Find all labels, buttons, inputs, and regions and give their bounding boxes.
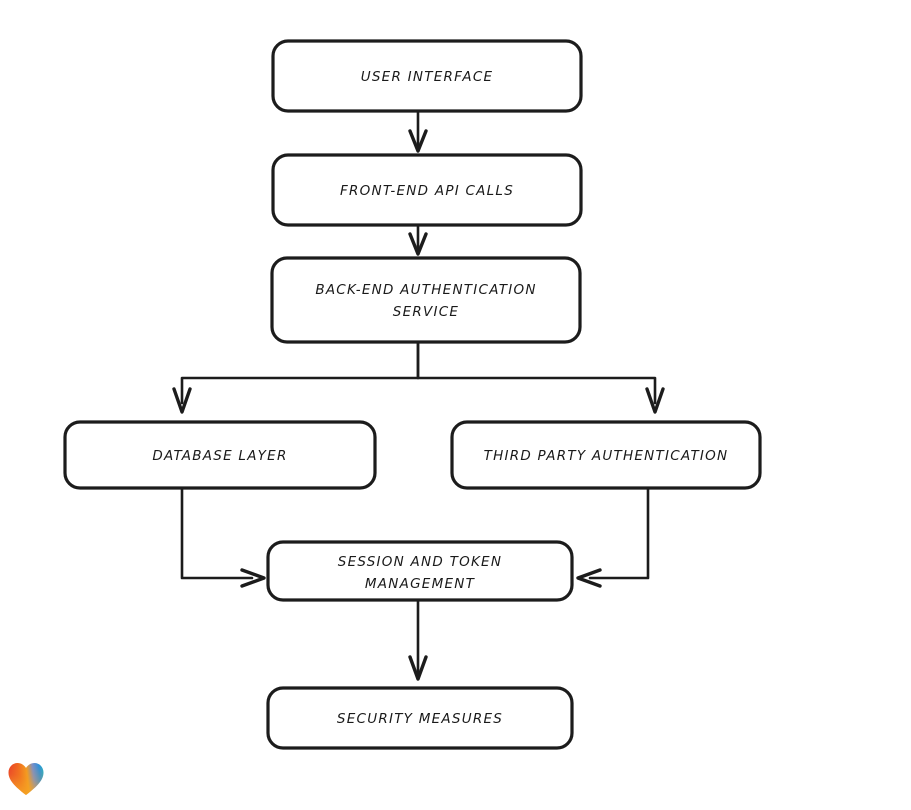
node-user-interface[interactable]: USER INTERFACE <box>271 39 583 113</box>
edge-session-to-security <box>408 598 428 681</box>
node-session-token-mgmt[interactable]: SESSION AND TOKEN MANAGEMENT <box>266 540 574 602</box>
edge-api-to-backend <box>408 223 428 256</box>
node-back-end-auth-service-label-line1: BACK-END AUTHENTICATION <box>315 282 536 298</box>
node-database-layer-label: DATABASE LAYER <box>152 448 287 464</box>
heart-icon <box>8 763 44 795</box>
node-third-party-auth-label: THIRD PARTY AUTHENTICATION <box>484 448 729 464</box>
node-database-layer[interactable]: DATABASE LAYER <box>63 420 377 490</box>
node-front-end-api-calls-label: FRONT-END API CALLS <box>340 183 514 199</box>
edge-backend-to-third <box>416 340 665 414</box>
heart-watermark <box>8 762 44 796</box>
node-session-token-mgmt-label-line2: MANAGEMENT <box>365 576 476 592</box>
edge-backend-to-db <box>172 340 420 414</box>
node-third-party-auth[interactable]: THIRD PARTY AUTHENTICATION <box>450 420 762 490</box>
edge-db-to-session <box>180 486 266 588</box>
node-user-interface-label: USER INTERFACE <box>361 69 494 85</box>
node-security-measures[interactable]: SECURITY MEASURES <box>266 686 574 750</box>
node-front-end-api-calls[interactable]: FRONT-END API CALLS <box>271 153 583 227</box>
node-security-measures-label: SECURITY MEASURES <box>337 711 503 727</box>
edge-ui-to-api <box>408 109 428 153</box>
node-session-token-mgmt-label-line1: SESSION AND TOKEN <box>338 554 502 570</box>
node-back-end-auth-service[interactable]: BACK-END AUTHENTICATION SERVICE <box>270 256 582 344</box>
edge-third-to-session <box>576 486 650 588</box>
node-back-end-auth-service-label-line2: SERVICE <box>393 304 459 320</box>
